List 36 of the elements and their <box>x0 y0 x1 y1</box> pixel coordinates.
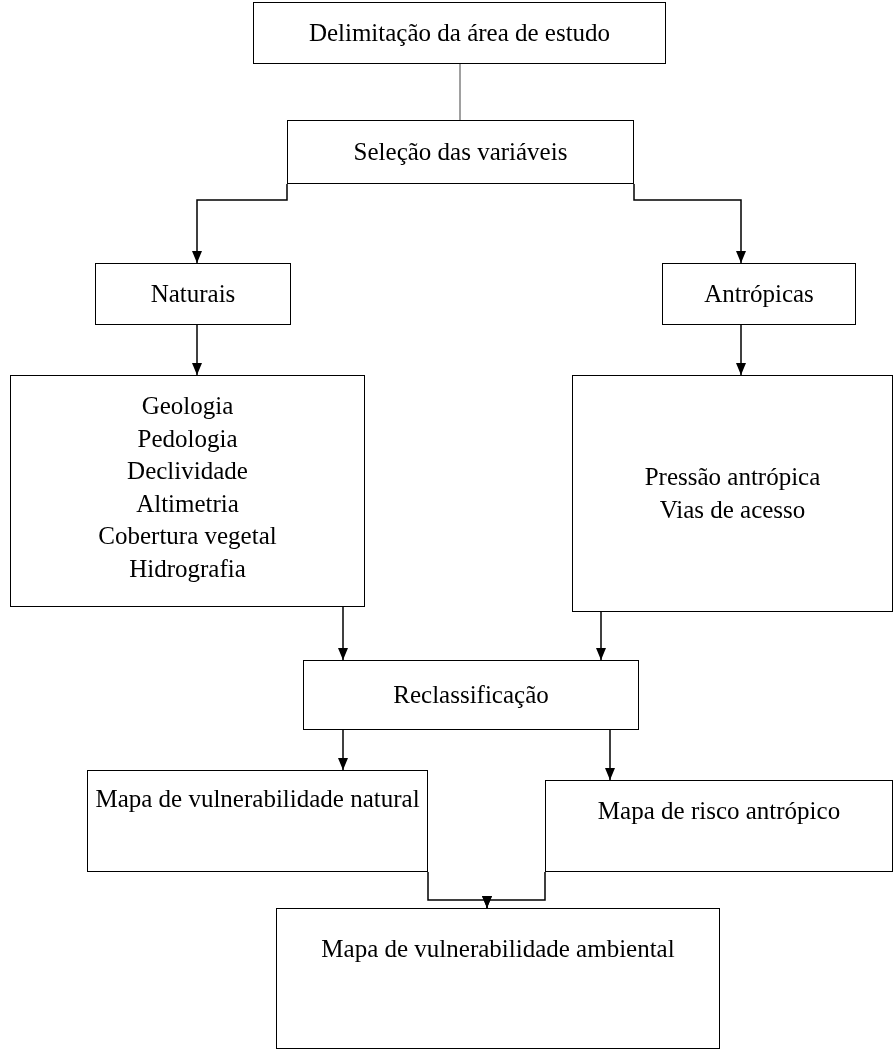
process-box <box>10 375 365 607</box>
connector-line <box>459 63 461 121</box>
box-label: Hidrografia <box>129 553 246 584</box>
process-box <box>95 263 291 325</box>
box-label: Mapa de vulnerabilidade natural <box>95 784 420 814</box>
process-box <box>545 780 893 872</box>
arrow <box>192 183 288 264</box>
box-label: Mapa de vulnerabilidade ambiental <box>321 934 675 964</box>
process-box <box>87 770 428 872</box>
process-box <box>287 120 634 184</box>
box-label: Delimitação da área de estudo <box>308 17 611 48</box>
box-label: Geologia <box>141 391 234 421</box>
arrow <box>338 729 348 771</box>
arrow <box>633 183 746 264</box>
box-label: Antrópicas <box>704 278 814 309</box>
box-label: Seleção das variáveis <box>353 136 568 167</box>
box-label: Pressão antrópica <box>644 462 821 492</box>
process-box <box>662 263 856 325</box>
box-label: Cobertura vegetal <box>98 521 277 551</box>
process-box <box>253 2 666 64</box>
box-label: Vias de acesso <box>659 494 806 525</box>
arrow <box>482 871 546 909</box>
box-label: Reclassificação <box>393 679 549 710</box>
box-label: Naturais <box>150 278 236 309</box>
box-label: Declividade <box>127 456 248 486</box>
process-box <box>276 908 720 1049</box>
process-box <box>572 375 893 612</box>
arrow <box>736 324 746 376</box>
arrow <box>338 606 348 661</box>
box-label: Mapa de risco antrópico <box>597 796 841 826</box>
arrow <box>192 324 202 376</box>
arrow <box>605 729 615 781</box>
box-label: Pedologia <box>137 423 238 454</box>
box-label: Altimetria <box>136 488 239 519</box>
arrow <box>596 611 606 661</box>
process-box <box>303 660 639 730</box>
